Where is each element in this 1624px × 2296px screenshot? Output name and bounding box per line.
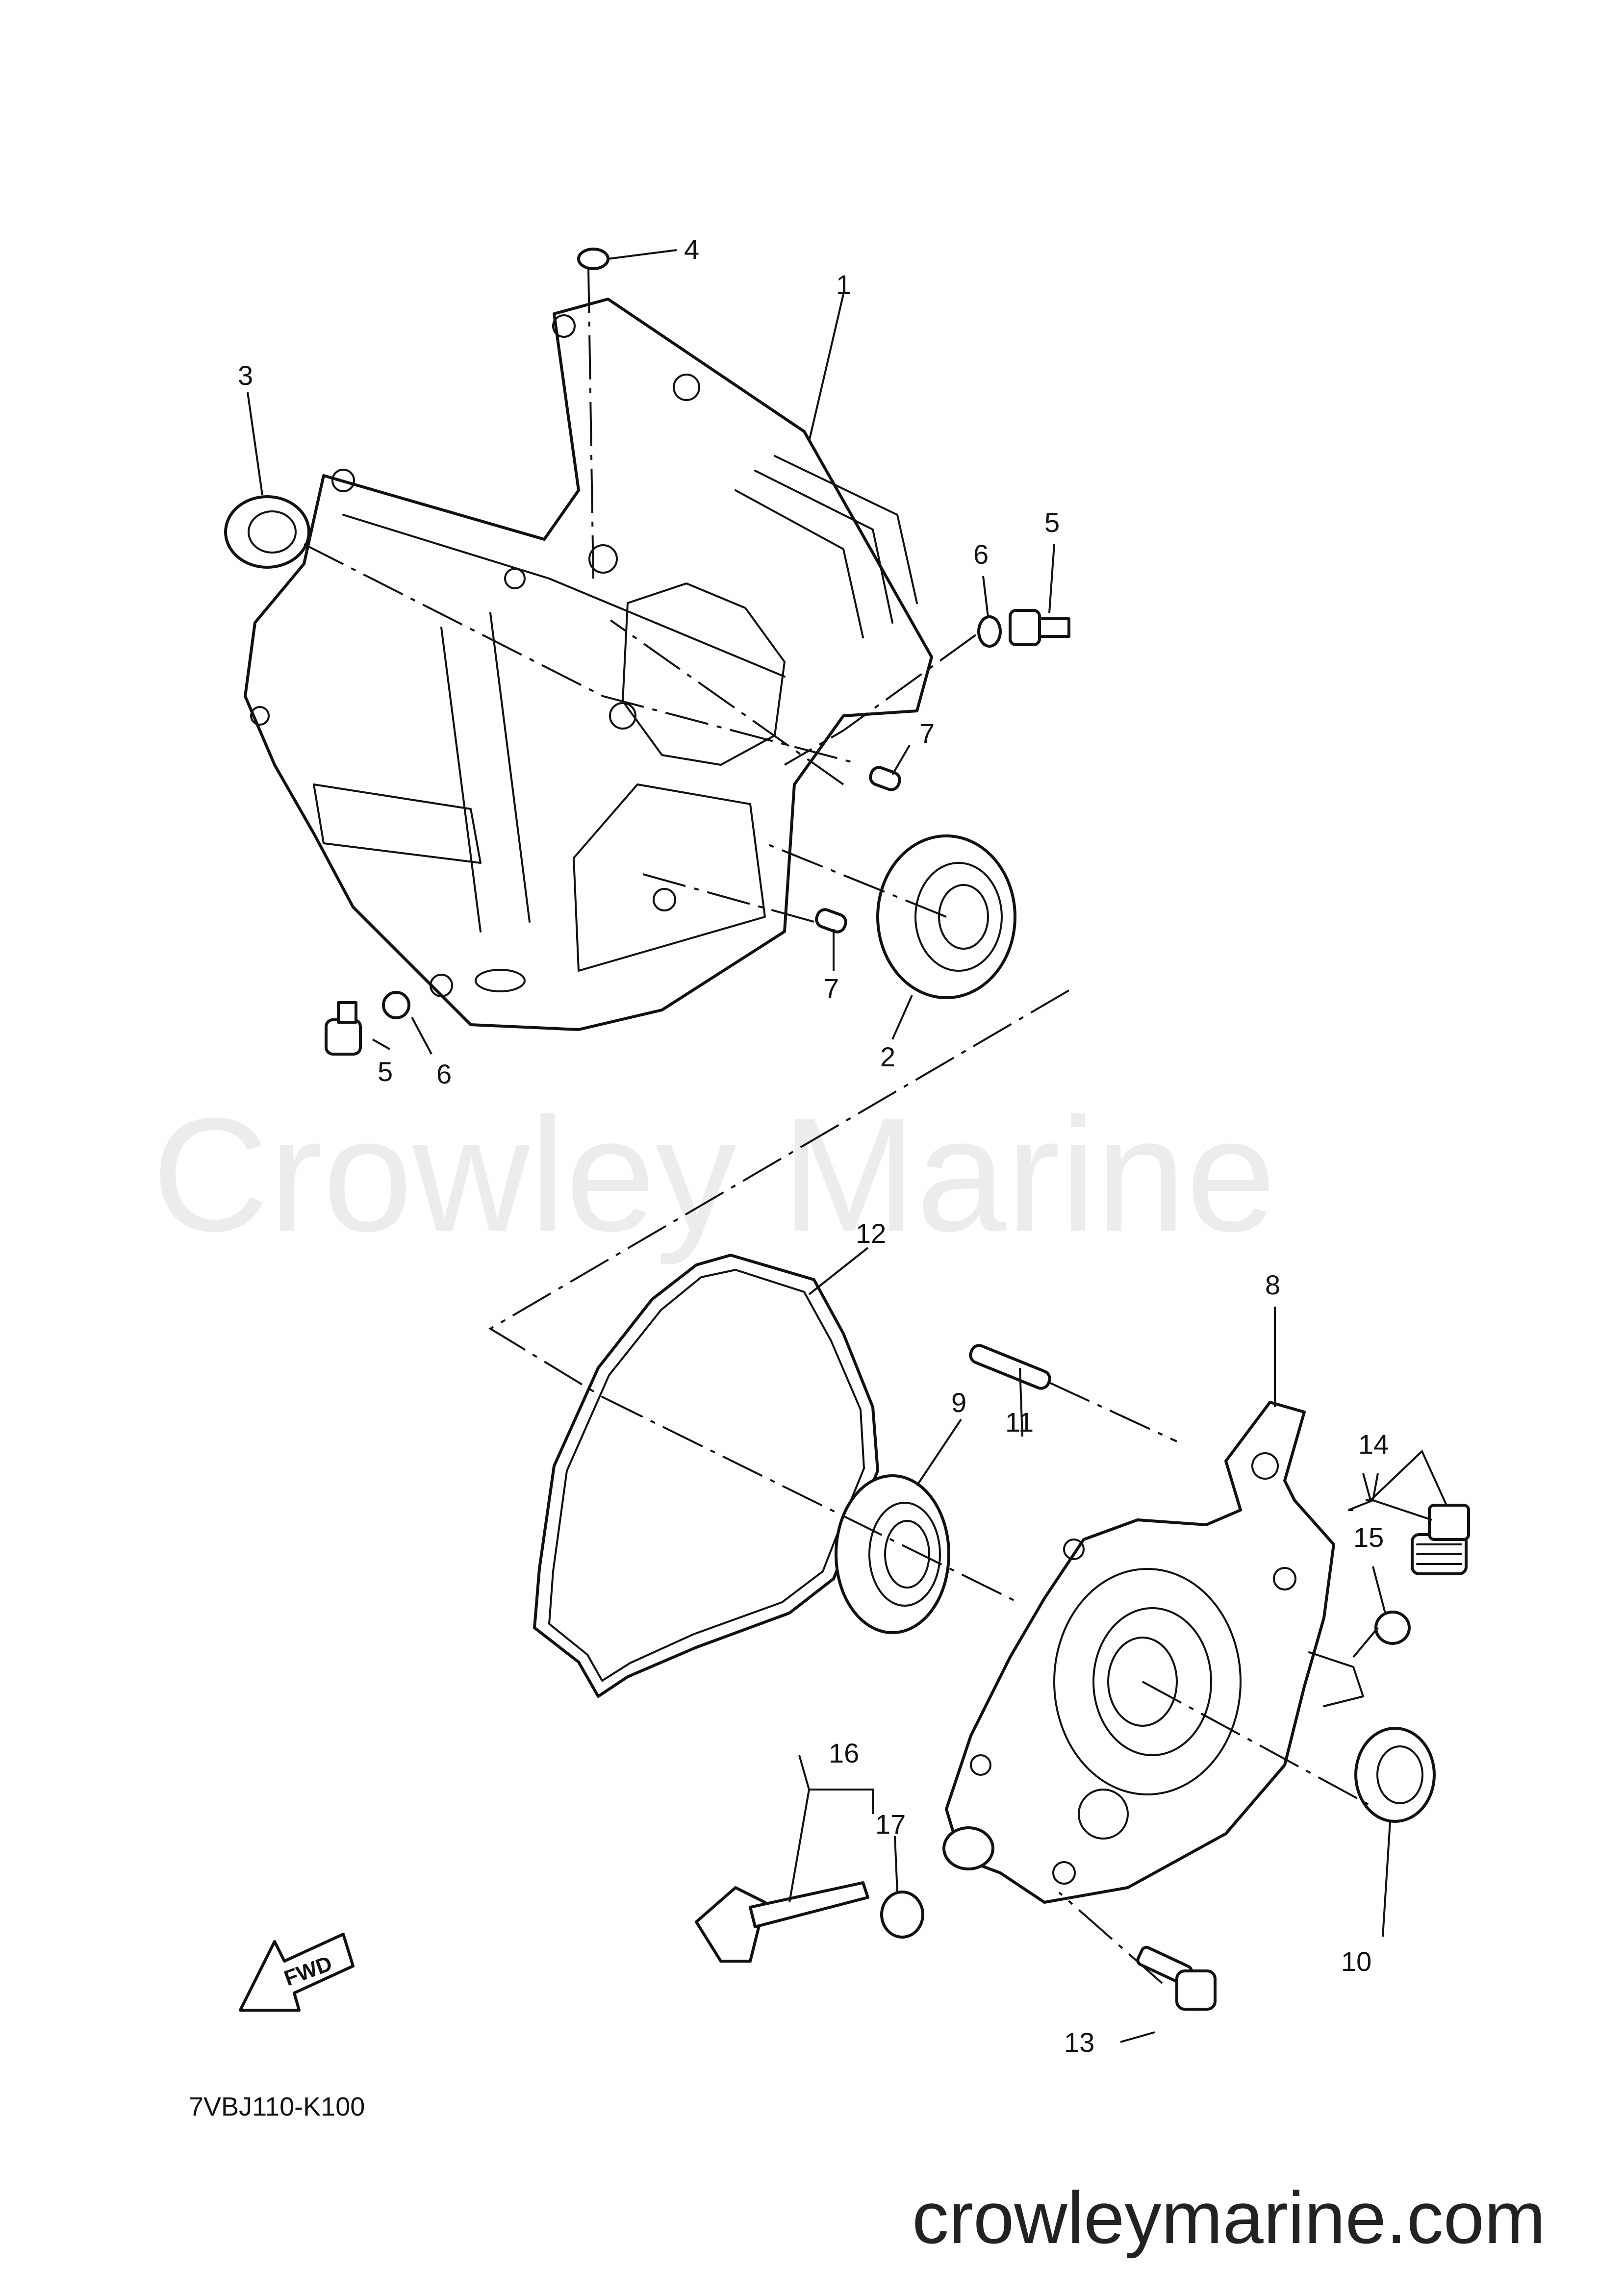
callout-4: 4 xyxy=(684,234,699,265)
alignment-lines xyxy=(304,268,1379,1984)
o-ring-17 xyxy=(880,1891,924,1939)
callout-3: 3 xyxy=(238,360,253,391)
callout-6-upper: 6 xyxy=(973,539,989,570)
callout-1: 1 xyxy=(836,269,851,300)
oil-seal-3 xyxy=(224,495,310,569)
washer-6-upper xyxy=(977,615,1002,648)
callout-15: 15 xyxy=(1353,1522,1384,1553)
bearing-9 xyxy=(835,1474,950,1634)
callout-11: 11 xyxy=(1005,1407,1034,1438)
callout-16: 16 xyxy=(829,1738,859,1768)
crankcase-drawing xyxy=(244,298,933,1031)
diagram-part-code: 7VBJ110-K100 xyxy=(189,2092,365,2121)
drain-plug-14 xyxy=(1411,1504,1470,1575)
dowel-pin-7-upper xyxy=(869,766,901,791)
leader-lines xyxy=(247,249,1447,2043)
fwd-arrow-icon: FWD xyxy=(239,1933,355,2012)
callout-8: 8 xyxy=(1265,1269,1280,1300)
crankcase-cover-8 xyxy=(942,1401,1364,1904)
callout-17: 17 xyxy=(875,1809,906,1840)
dowel-pin-7-lower xyxy=(815,908,847,934)
callout-10: 10 xyxy=(1341,1946,1371,1977)
bolt-13 xyxy=(1136,1945,1217,2011)
callout-5-lower: 5 xyxy=(378,1056,393,1087)
washer-4 xyxy=(577,248,609,270)
callout-9: 9 xyxy=(951,1387,966,1418)
callout-2: 2 xyxy=(880,1041,895,1072)
watermark-text: Crowley Marine xyxy=(152,1084,1276,1266)
washer-6-lower xyxy=(382,991,410,1019)
callout-7-lower: 7 xyxy=(824,973,839,1004)
dowel-pin-11 xyxy=(969,1344,1051,1390)
oil-seal-10 xyxy=(1354,1727,1436,1823)
callouts: 1 2 3 4 5 5 6 6 7 7 8 9 10 11 12 13 14 1… xyxy=(238,234,1389,2058)
bolt-5-lower xyxy=(325,1001,362,1056)
bolt-5-upper xyxy=(1009,609,1070,646)
o-ring-15 xyxy=(1374,1611,1411,1645)
callout-5-upper: 5 xyxy=(1044,507,1060,538)
callout-12: 12 xyxy=(856,1218,886,1249)
gasket-12 xyxy=(533,1254,879,1698)
callout-14: 14 xyxy=(1358,1429,1389,1460)
callout-13: 13 xyxy=(1064,2027,1094,2058)
callout-7-upper: 7 xyxy=(919,718,935,749)
callout-6-lower: 6 xyxy=(436,1059,452,1089)
dipstick-16 xyxy=(695,1881,869,1963)
site-name: crowleymarine.com xyxy=(912,2176,1546,2259)
